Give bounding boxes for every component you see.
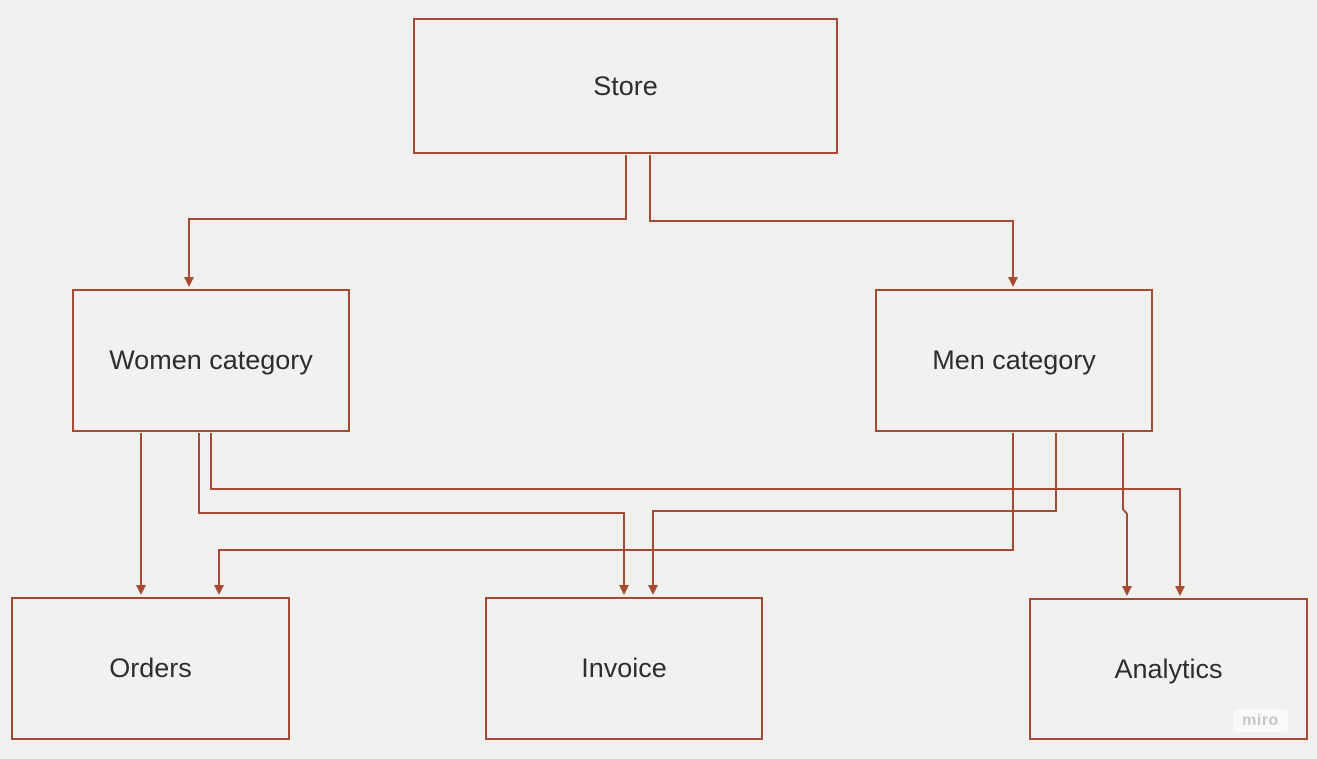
edge-men-category-to-orders[interactable] <box>214 433 1014 595</box>
edge-women-category-to-invoice[interactable] <box>198 433 629 595</box>
node-women-category-label: Women category <box>109 345 313 375</box>
node-store-label: Store <box>593 70 658 101</box>
node-store[interactable]: Store <box>413 18 838 154</box>
node-invoice[interactable]: Invoice <box>485 597 763 740</box>
edge-store-to-men-category[interactable] <box>649 155 1018 287</box>
miro-watermark-label: miro <box>1242 711 1279 729</box>
node-invoice-label: Invoice <box>581 653 667 683</box>
edge-men-category-to-analytics[interactable] <box>1122 433 1132 596</box>
node-orders-label: Orders <box>109 653 192 683</box>
edge-women-category-to-analytics[interactable] <box>210 433 1185 596</box>
node-men-category[interactable]: Men category <box>875 289 1153 432</box>
node-men-category-label: Men category <box>932 345 1096 375</box>
node-analytics-label: Analytics <box>1114 653 1223 684</box>
edge-store-to-women-category[interactable] <box>184 155 627 287</box>
node-analytics[interactable]: Analytics <box>1029 598 1308 740</box>
node-orders[interactable]: Orders <box>11 597 290 740</box>
node-women-category[interactable]: Women category <box>72 289 350 432</box>
edge-men-category-to-invoice[interactable] <box>648 433 1057 595</box>
miro-watermark[interactable]: miro <box>1233 709 1288 732</box>
